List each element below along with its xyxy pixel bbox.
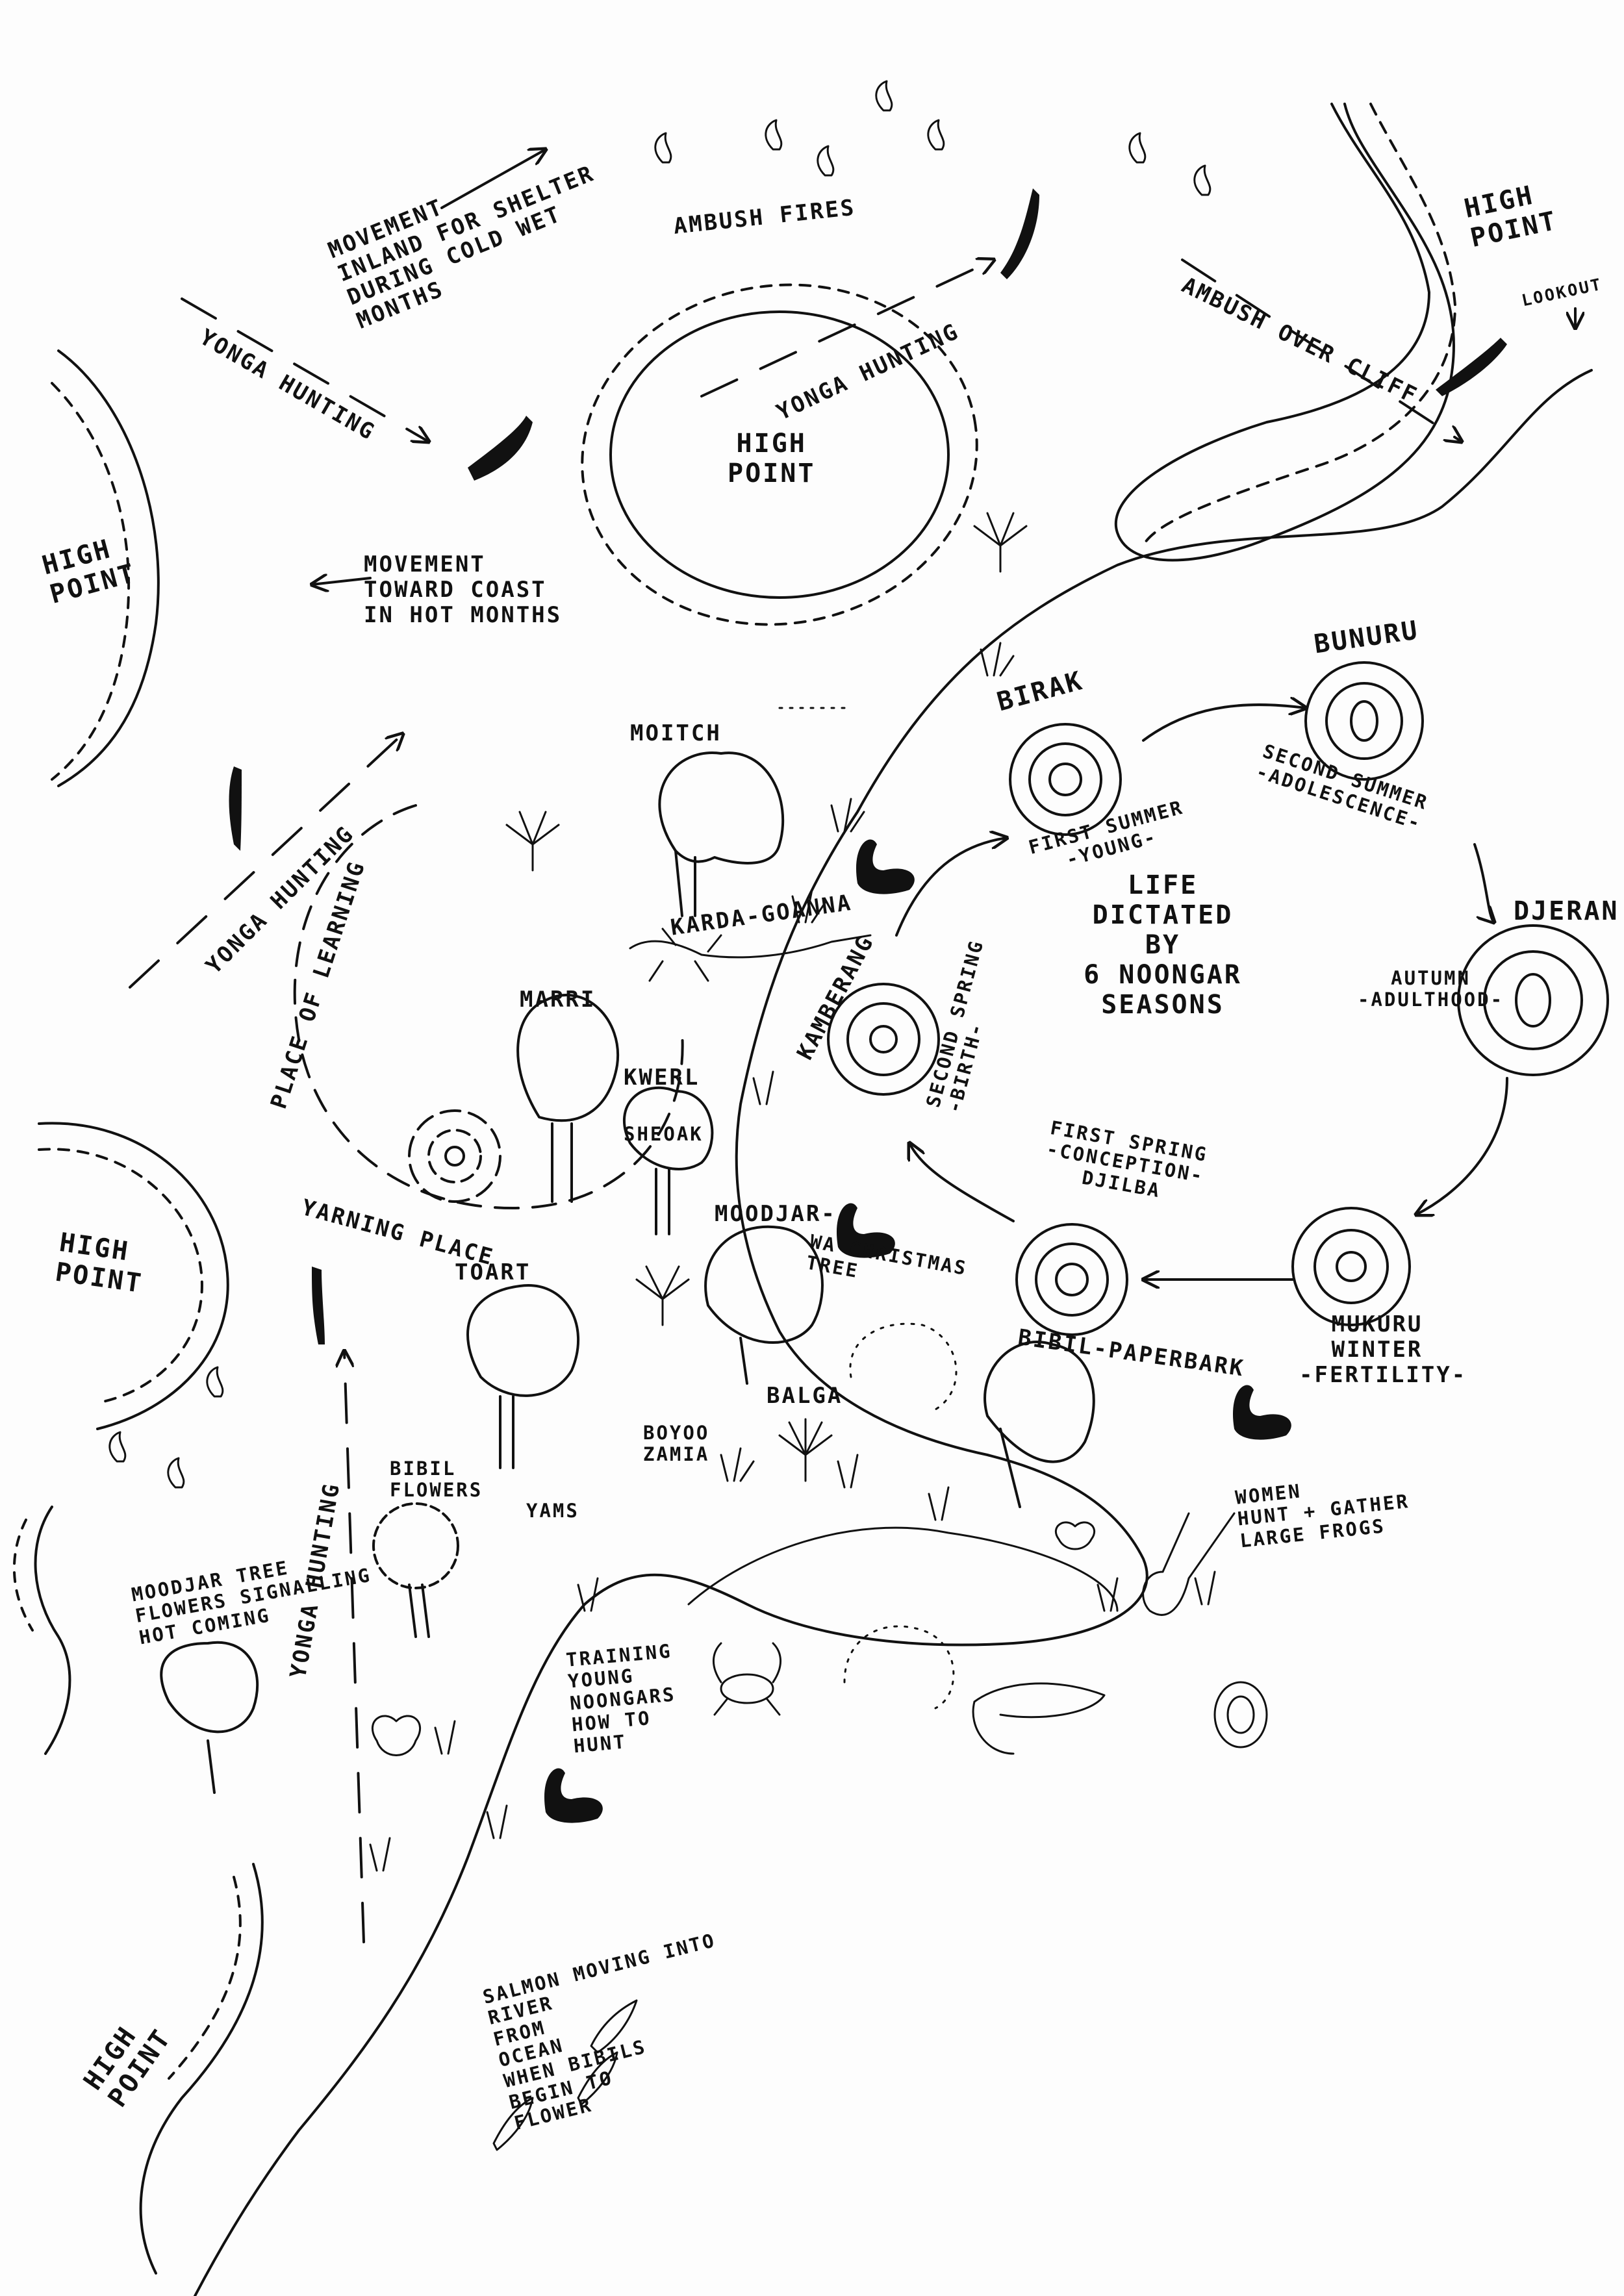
- yonga-hunting-arrow-center: [700, 260, 994, 397]
- prawn: [972, 1682, 1106, 1755]
- yams-label: YAMS: [526, 1500, 579, 1522]
- season-ring-djeran: [1457, 924, 1609, 1076]
- movement-coast-arrow: [312, 578, 372, 585]
- yonga-hunting-arrow-nw: [181, 297, 429, 442]
- frogs: [372, 1521, 1096, 1756]
- moodjar-flower-tree: [160, 1641, 259, 1794]
- kangaroos: [229, 188, 1507, 1344]
- crab: [712, 1642, 782, 1716]
- river-upper-bank: [194, 369, 1593, 2296]
- season-ring-djilba: [1015, 1223, 1128, 1336]
- ambush-cliff-arrow: [1181, 259, 1462, 442]
- moitch-tree: [658, 751, 785, 917]
- moodjar-label: MOODJAR-: [715, 1201, 837, 1227]
- black-swans: [544, 839, 1291, 1823]
- cycle-arrow-djilba-kambarang: [909, 1143, 1015, 1222]
- oyster: [1213, 1681, 1268, 1748]
- balga-grass-trees: [505, 512, 1028, 1482]
- high-point-arc-bottom-dashed: [168, 1876, 242, 2080]
- place-of-learning-ring: [293, 804, 684, 1209]
- ambush-fire-icons: [108, 80, 1212, 1489]
- season-ring-bunuru: [1304, 661, 1424, 781]
- salmon-fish: [492, 1999, 638, 2151]
- cycle-arrow-bunuru-djeran: [1473, 843, 1494, 922]
- bibil-flower-tree: [372, 1502, 459, 1638]
- yarning-place-ring-2: [427, 1129, 482, 1183]
- high-point-arc-sw-dashed: [38, 1148, 203, 1404]
- moitch-label: MOITCH: [630, 720, 722, 746]
- balga-label: BALGA: [767, 1383, 843, 1409]
- cliff-band-1: [1114, 103, 1455, 562]
- yonga-hunting-arrow-sw: [344, 1351, 365, 1943]
- high-point-arc-bottom: [139, 1863, 264, 2275]
- season-ring-birak: [1009, 723, 1122, 836]
- high-point-arc-sw: [38, 1122, 229, 1430]
- yonga-hunting-arrow-w: [129, 734, 403, 989]
- yarning-place-ring-1: [408, 1109, 501, 1203]
- sheoak-label: SHEOAK: [624, 1123, 704, 1145]
- yarning-place-ring-3: [444, 1146, 465, 1167]
- grass-tufts: [369, 642, 1216, 1872]
- high-point-arc-left-dashed: [12, 1519, 34, 1632]
- marri-tree: [516, 994, 620, 1203]
- pelican: [1142, 1512, 1236, 1616]
- moodjar-tree: [704, 1225, 824, 1385]
- goanna: [629, 927, 872, 982]
- cycle-arrow-djeran-makuru: [1416, 1077, 1508, 1215]
- cycle-arrow-birak-bunuru: [1142, 705, 1306, 742]
- kwerl-label: KWERL: [624, 1065, 700, 1091]
- season-ring-kambarang: [827, 983, 940, 1096]
- dot-trails: [778, 707, 958, 1709]
- paperbark-tree: [983, 1341, 1095, 1508]
- toart-label: TOART: [455, 1259, 531, 1285]
- marri-label: MARRI: [520, 987, 596, 1013]
- high-point-ring-center-dashed: [581, 283, 978, 626]
- high-point-ring-center: [609, 310, 950, 599]
- river-inner-bank: [687, 1526, 1119, 1612]
- high-point-arc-w: [57, 349, 160, 787]
- kwerl-tree: [622, 1086, 714, 1235]
- cliff-band-2: [1142, 103, 1456, 547]
- season-djeran-name: DJERAN: [1514, 896, 1619, 926]
- high-point-arc-left: [34, 1506, 71, 1755]
- movement-shelter-arrow: [440, 149, 546, 209]
- season-djeran-desc: AUTUMN-ADULTHOOD-: [1358, 967, 1504, 1011]
- toart-tree: [466, 1284, 579, 1469]
- cycle-arrow-kambarang-birak: [895, 838, 1007, 937]
- season-ring-makuru: [1291, 1207, 1411, 1326]
